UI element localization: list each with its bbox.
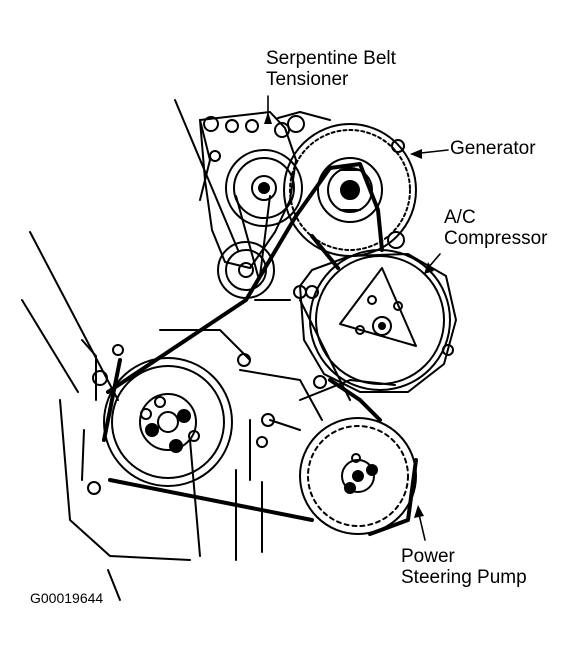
ac-compressor-label-line-1: A/C <box>444 207 476 228</box>
mounting-bolts <box>87 285 307 495</box>
serpentine-belt <box>102 162 418 536</box>
tensioner-label-line-1: Serpentine Belt <box>266 48 396 69</box>
ac-compressor-label-line-2: Compressor <box>444 228 548 249</box>
tensioner-label-line-2: Tensioner <box>266 69 349 90</box>
tensioner-bracket <box>199 111 297 277</box>
power-steering-label: Power Steering Pump <box>401 546 527 588</box>
generator-label: Generator <box>450 138 536 159</box>
power-steering-label-line-1: Power <box>401 546 455 567</box>
ac-compressor-label: A/C Compressor <box>444 207 547 249</box>
power-steering-label-line-2: Steering Pump <box>401 567 527 588</box>
generator <box>283 115 417 257</box>
engine-block <box>21 99 396 601</box>
figure-code: G00019644 <box>30 590 104 606</box>
tensioner-label: Serpentine Belt Tensioner <box>266 48 396 90</box>
crankshaft-pulley <box>103 357 233 487</box>
tensioner-pulley <box>225 149 303 227</box>
power-steering-pump <box>299 417 417 535</box>
